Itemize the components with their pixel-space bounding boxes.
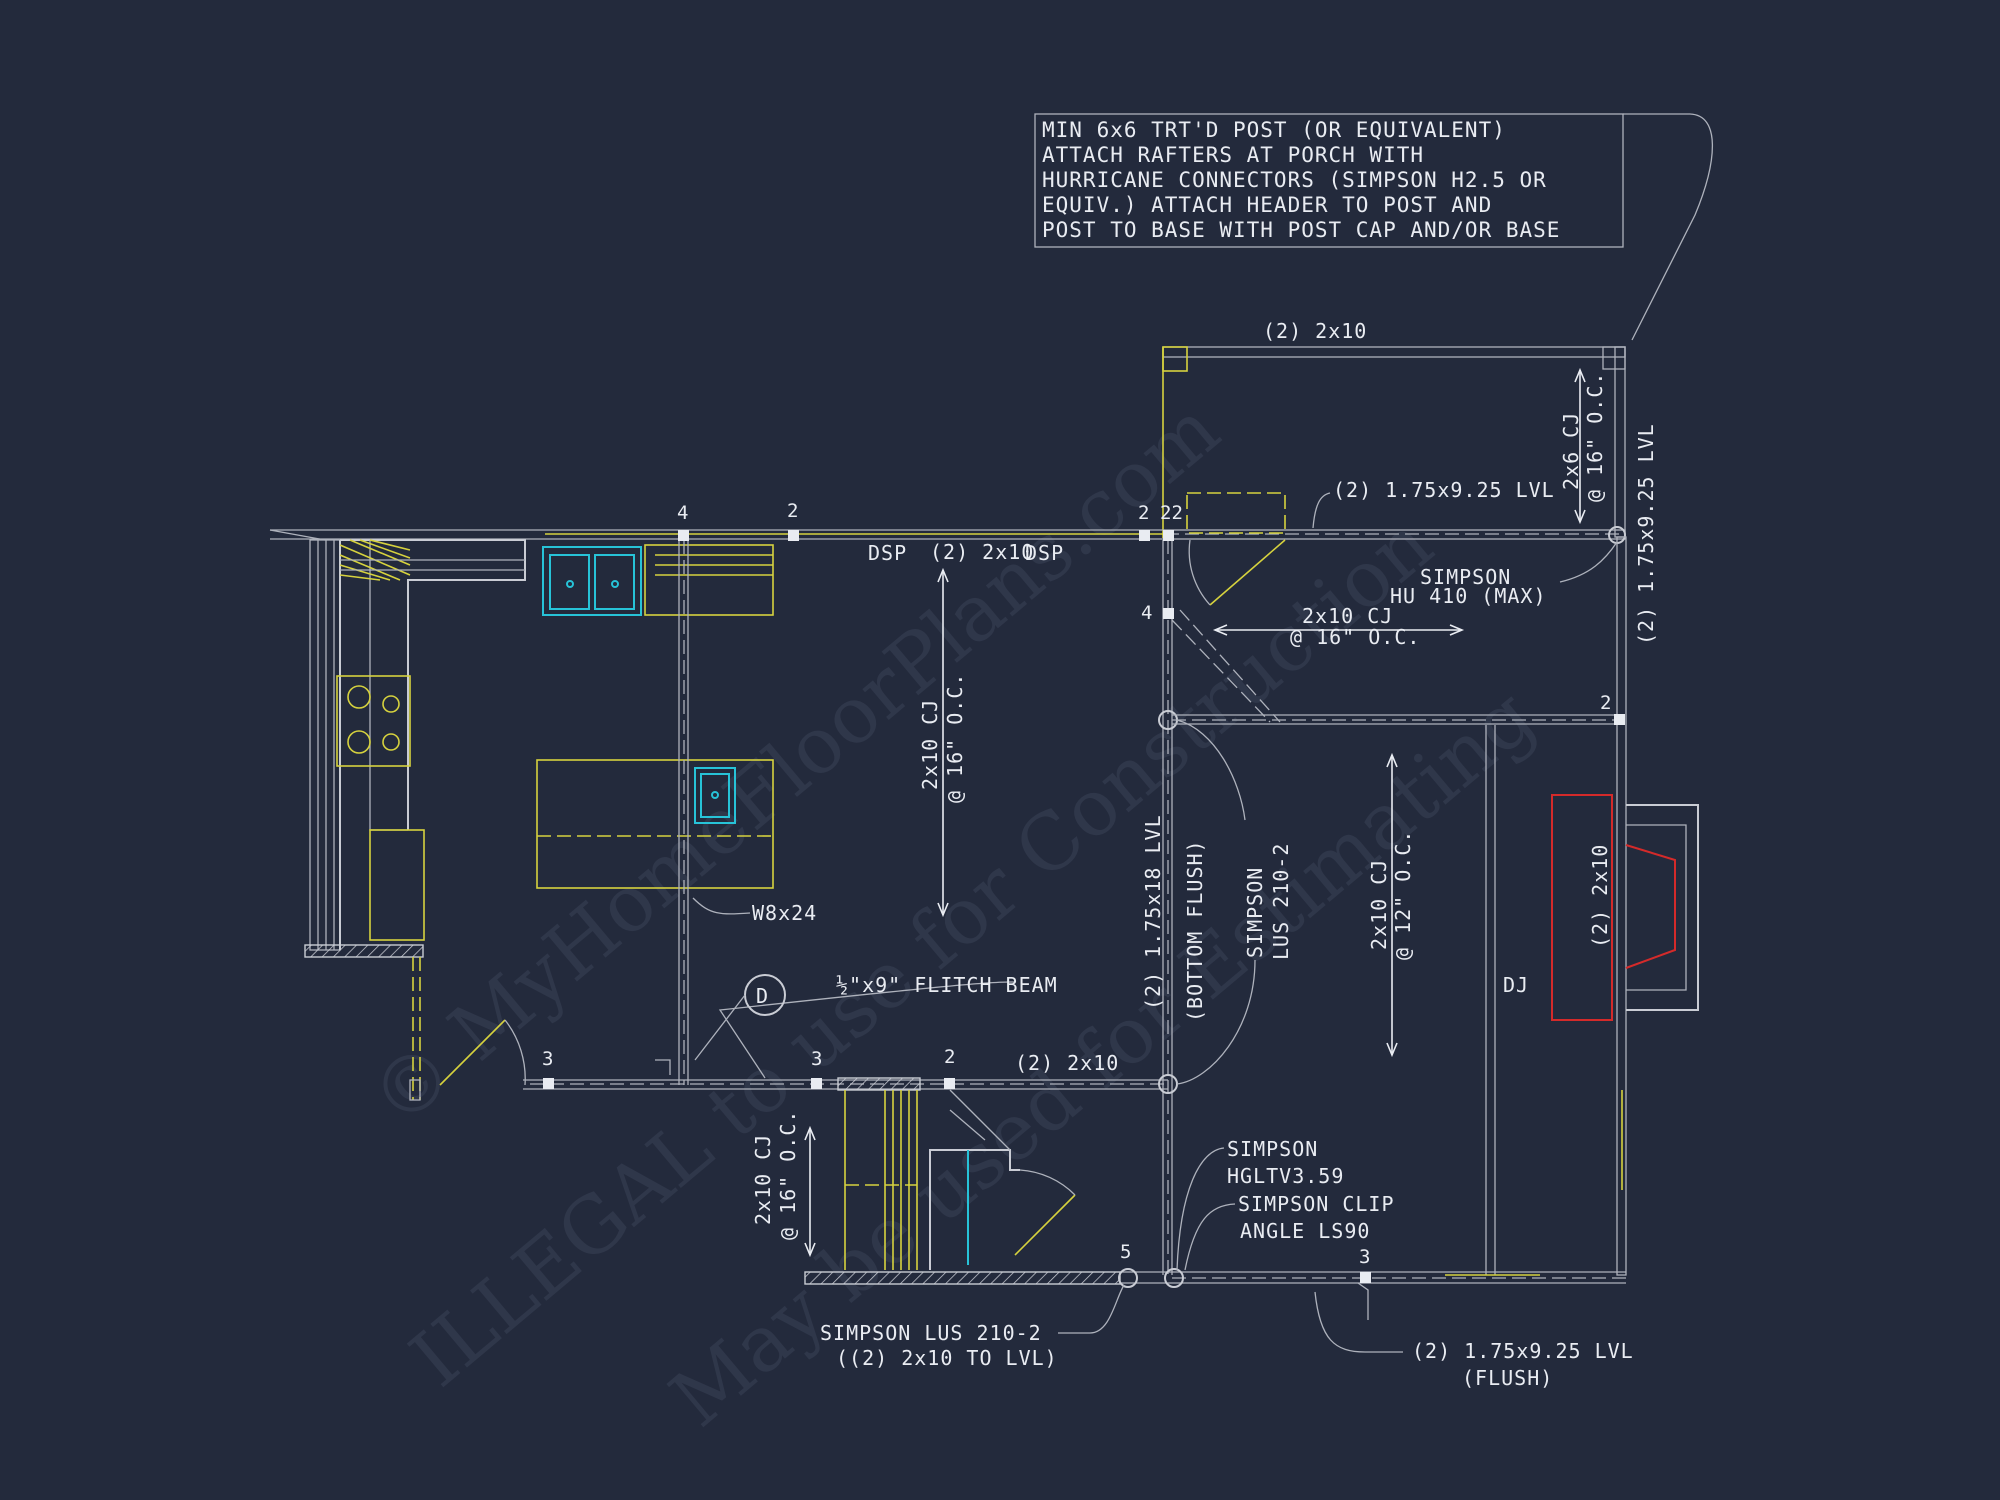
- note-line-4: EQUIV.) ATTACH HEADER TO POST AND: [1042, 193, 1492, 217]
- label-lower-header: (2) 2x10: [1015, 1051, 1119, 1075]
- leader-lines: [718, 492, 1618, 1353]
- post-count-labels: 4 2 2 22 4 2 3 3 2 5 3: [542, 500, 1611, 1268]
- label-lvl-bottom-2: (FLUSH): [1462, 1366, 1553, 1390]
- steel-beam-line: [655, 540, 751, 1085]
- post-3: [1139, 530, 1150, 541]
- posts: [543, 530, 1625, 1283]
- label-cj-kitchen-2: @ 16" O.C.: [943, 673, 967, 803]
- post-count-top-2a: 2: [787, 500, 798, 522]
- note-line-2: ATTACH RAFTERS AT PORCH WITH: [1042, 143, 1424, 167]
- post-count-mid-4: 4: [1141, 602, 1152, 624]
- label-lvl-right: (2) 1.75x9.25 LVL: [1634, 423, 1658, 645]
- label-cj-living-1: 2x10 CJ: [1367, 859, 1391, 950]
- label-dj: DJ: [1503, 973, 1529, 997]
- label-dsp-right: DSP: [1025, 541, 1064, 565]
- label-porch-joists-1: 2x6 CJ: [1559, 412, 1583, 490]
- lower-bath: [844, 1089, 1076, 1270]
- label-porch-joists-2: @ 16" O.C.: [1583, 372, 1607, 502]
- label-dsp-left: DSP: [868, 541, 907, 565]
- detail-tag-letter: D: [756, 984, 769, 1008]
- label-porch-header: (2) 2x10: [1263, 319, 1367, 343]
- label-steel-beam: W8x24: [752, 901, 817, 925]
- right-exterior-wall: [1616, 536, 1699, 1276]
- label-cj-upper-right-2: @ 16" O.C.: [1290, 625, 1420, 649]
- post-count-low-2: 2: [944, 1046, 955, 1068]
- post-6: [1614, 714, 1625, 725]
- post-count-top-2b: 2: [1138, 502, 1149, 524]
- label-lus-1: SIMPSON: [1243, 867, 1267, 958]
- label-fireplace-header: (2) 2x10: [1588, 844, 1612, 948]
- post-1: [678, 530, 689, 541]
- bottom-wall: [804, 1268, 1626, 1320]
- post-count-low-3a: 3: [542, 1048, 553, 1070]
- fireplace: [1551, 794, 1676, 1021]
- label-flitch-beam: ½"x9" FLITCH BEAM: [836, 973, 1058, 997]
- double-joist: [1485, 725, 1496, 1275]
- label-hgltv-2: HGLTV3.59: [1227, 1164, 1344, 1188]
- post-count-right-2: 2: [1600, 692, 1611, 714]
- kitchen-casework: [304, 539, 526, 1101]
- span-arrows: [804, 367, 1586, 1258]
- plan-labels: (2) 2x10 2x6 CJ @ 16" O.C. (2) 1.75x9.25…: [751, 319, 1658, 1390]
- label-hanger-1: SIMPSON: [1420, 565, 1511, 589]
- detail-tag: D: [694, 974, 786, 1061]
- label-cj-upper-right-1: 2x10 CJ: [1302, 604, 1393, 628]
- mid-beam: [1171, 609, 1620, 725]
- kitchen-island: [536, 759, 774, 889]
- post-8: [811, 1078, 822, 1089]
- post-5: [1163, 608, 1174, 619]
- label-top-header: (2) 2x10: [930, 540, 1034, 564]
- label-cj-living-2: @ 12" O.C.: [1391, 830, 1415, 960]
- label-lus-bottom-2: ((2) 2x10 TO LVL): [836, 1346, 1058, 1370]
- vertical-lvl-beam: [1158, 540, 1178, 1275]
- label-cj-lower-left-2: @ 16" O.C.: [776, 1110, 800, 1240]
- closet-door: [1186, 492, 1286, 606]
- label-clip-1: SIMPSON CLIP: [1238, 1192, 1395, 1216]
- general-note-box: MIN 6x6 TRT'D POST (OR EQUIVALENT) ATTAC…: [1034, 113, 1714, 341]
- kitchen-sink: [542, 544, 774, 616]
- note-line-1: MIN 6x6 TRT'D POST (OR EQUIVALENT): [1042, 118, 1506, 142]
- post-count-top-4: 4: [677, 502, 688, 524]
- label-clip-2: ANGLE LS90: [1240, 1219, 1370, 1243]
- label-lvl-bottom-1: (2) 1.75x9.25 LVL: [1412, 1339, 1634, 1363]
- label-lvl-upper: (2) 1.75x9.25 LVL: [1333, 478, 1555, 502]
- post-10: [1360, 1272, 1371, 1283]
- note-line-3: HURRICANE CONNECTORS (SIMPSON H2.5 OR: [1042, 168, 1547, 192]
- label-cj-kitchen-1: 2x10 CJ: [918, 699, 942, 790]
- note-line-5: POST TO BASE WITH POST CAP AND/OR BASE: [1042, 218, 1560, 242]
- label-hanger-2: HU 410 (MAX): [1390, 584, 1547, 608]
- label-hgltv-1: SIMPSON: [1227, 1137, 1318, 1161]
- post-2: [788, 530, 799, 541]
- label-lus-bottom-1: SIMPSON LUS 210-2: [820, 1321, 1042, 1345]
- post-count-top-22: 22: [1160, 502, 1183, 524]
- post-9: [944, 1078, 955, 1089]
- post-4: [1163, 530, 1174, 541]
- post-count-bot-5: 5: [1120, 1241, 1131, 1263]
- post-count-bot-3: 3: [1359, 1246, 1370, 1268]
- label-bottom-flush: (BOTTOM FLUSH): [1183, 839, 1207, 1022]
- post-7: [543, 1078, 554, 1089]
- label-lus-2: LUS 210-2: [1269, 843, 1293, 960]
- label-lvl-vertical: (2) 1.75x18 LVL: [1141, 814, 1165, 1010]
- post-count-low-3b: 3: [811, 1048, 822, 1070]
- label-cj-lower-left-1: 2x10 CJ: [751, 1134, 775, 1225]
- lower-kitchen-wall: [523, 1077, 1168, 1091]
